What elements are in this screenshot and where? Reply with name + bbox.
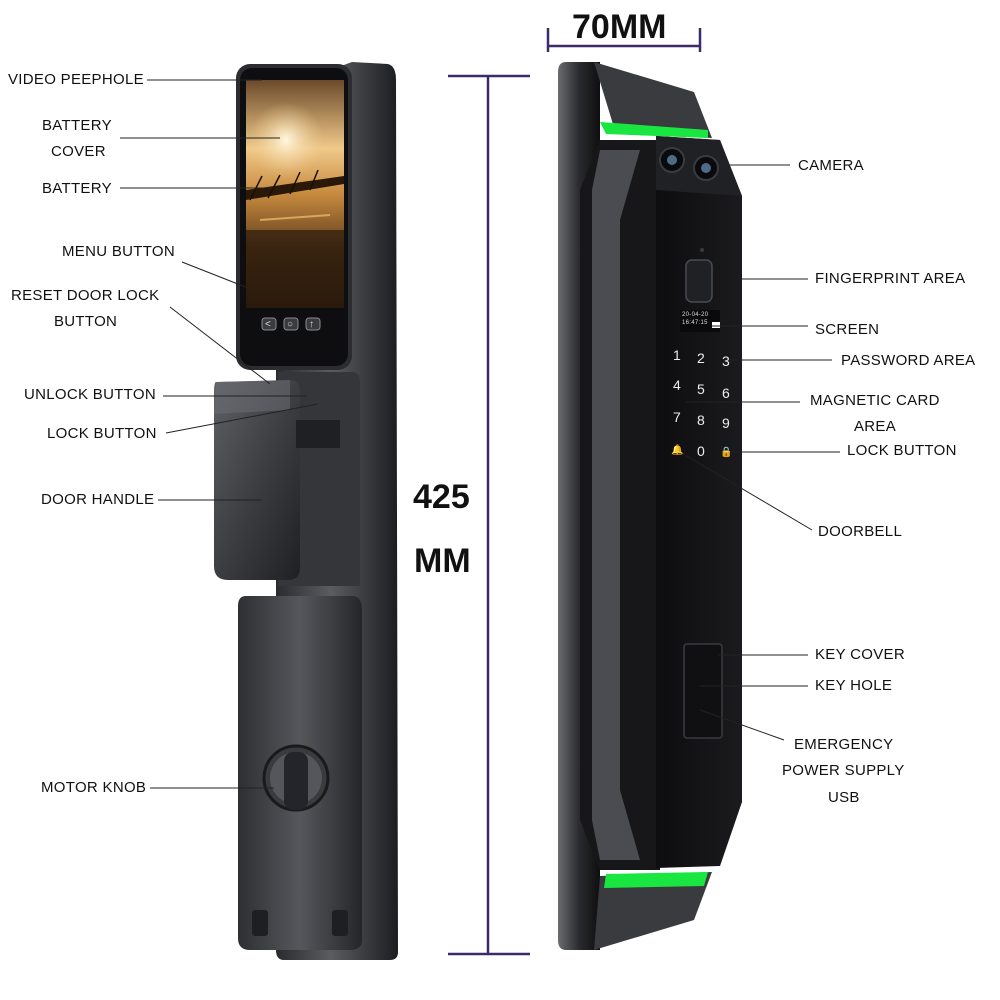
mini-screen-time: 16:47:15 [682,320,708,326]
label-emergency-3: USB [828,789,860,806]
label-reset-2: BUTTON [54,313,118,330]
height-dimension-unit: MM [414,542,471,580]
screen-buttons [261,317,321,331]
key-bell: 🔔 [671,445,684,456]
width-dimension: 70MM [572,8,667,46]
key-1: 1 [673,347,682,363]
key-4: 4 [673,377,682,393]
fingerprint-sensor [685,259,713,303]
key-5: 5 [697,381,706,397]
key-3: 3 [722,353,731,369]
key-9: 9 [722,415,731,431]
mini-screen-date: 20-04-20 [682,312,709,318]
label-lock-button-right: LOCK BUTTON [847,442,957,459]
label-screen: SCREEN [815,321,880,338]
label-key-cover: KEY COVER [815,646,905,663]
label-menu-button: MENU BUTTON [62,243,176,260]
height-dimension-value: 425 [413,478,470,516]
label-video-peephole: VIDEO PEEPHOLE [8,71,144,88]
label-camera: CAMERA [798,157,864,174]
label-magnetic-card-2: AREA [854,418,897,435]
label-unlock-button: UNLOCK BUTTON [24,386,156,403]
dimension-lines [448,28,702,956]
key-0: 0 [697,443,706,459]
leader-lines [120,79,840,789]
back-lock-unit [214,62,398,960]
label-reset-1: RESET DOOR LOCK [11,287,160,304]
key-cover-shape [683,643,723,739]
key-2: 2 [697,350,706,366]
key-lock: 🔒 [720,447,733,458]
label-magnetic-card-1: MAGNETIC CARD [810,392,940,409]
front-lock-unit [558,62,742,950]
door-handle-shape [214,380,340,580]
screen-home-glyph: ○ [287,319,294,330]
label-lock-button-left: LOCK BUTTON [47,425,157,442]
key-6: 6 [722,385,731,401]
screen-back-glyph: < [265,319,272,330]
video-screen [246,80,344,308]
camera-shape [659,147,719,181]
top-led-strip [600,122,708,138]
key-8: 8 [697,412,706,428]
label-battery-cover-1: BATTERY [42,117,112,134]
label-battery-cover-2: COVER [51,143,106,160]
mini-screen [680,310,720,332]
label-fingerprint-area: FINGERPRINT AREA [815,270,966,287]
label-emergency-1: EMERGENCY [794,736,894,753]
label-key-hole: KEY HOLE [815,677,893,694]
label-door-handle: DOOR HANDLE [41,491,155,508]
key-7: 7 [673,409,682,425]
label-motor-knob: MOTOR KNOB [41,779,147,796]
label-password-area: PASSWORD AREA [841,352,976,369]
bottom-led-strip [604,872,708,888]
motor-knob-shape [262,744,330,812]
label-battery: BATTERY [42,180,112,197]
label-emergency-2: POWER SUPPLY [782,762,905,779]
screen-up-glyph: ↑ [309,319,315,330]
label-doorbell: DOORBELL [818,523,903,540]
